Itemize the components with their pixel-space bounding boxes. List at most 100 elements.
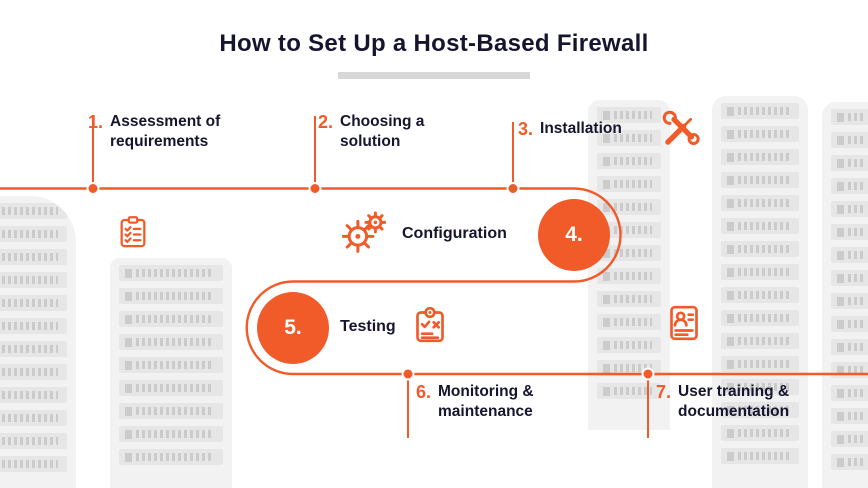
server-unit	[119, 380, 223, 396]
server-unit	[597, 291, 661, 307]
gears-icon	[342, 211, 386, 253]
step-1-dot	[86, 182, 100, 195]
server-unit	[597, 383, 661, 399]
resume-icon	[670, 305, 698, 341]
server-unit	[0, 341, 67, 357]
server-unit	[831, 339, 868, 355]
step-7-number: 7.	[656, 382, 672, 402]
server-unit	[0, 295, 67, 311]
step-6-label: Monitoring & maintenance	[438, 383, 534, 421]
server-unit	[597, 337, 661, 353]
step-5-label: Testing	[340, 318, 396, 335]
step-3: 3. Installation	[518, 119, 622, 140]
test-report-icon	[416, 306, 444, 343]
server-unit	[721, 218, 799, 234]
step-4-number: 4.	[565, 223, 583, 246]
server-unit	[721, 264, 799, 280]
server-unit	[0, 387, 67, 403]
server-unit	[119, 357, 223, 373]
server-rack-illustration	[712, 96, 808, 488]
server-rack-illustration	[588, 100, 670, 430]
server-unit	[119, 403, 223, 419]
server-unit	[721, 172, 799, 188]
server-unit	[831, 224, 868, 240]
server-unit	[721, 448, 799, 464]
server-unit	[721, 287, 799, 303]
step-6-dot	[401, 367, 415, 381]
server-unit	[119, 265, 223, 281]
server-unit	[831, 132, 868, 148]
checklist-icon	[120, 216, 146, 248]
server-unit	[831, 454, 868, 470]
step-2: 2. Choosing a solution	[318, 112, 450, 153]
server-unit	[831, 270, 868, 286]
server-unit	[831, 109, 868, 125]
server-unit	[721, 126, 799, 142]
step-4-label: Configuration	[402, 225, 507, 242]
server-unit	[831, 178, 868, 194]
server-rack-illustration	[0, 196, 76, 488]
server-unit	[831, 155, 868, 171]
step-6: 6. Monitoring & maintenance	[416, 382, 568, 423]
step-7: 7. User training & documentation	[656, 382, 833, 423]
server-unit	[831, 408, 868, 424]
server-unit	[0, 364, 67, 380]
server-unit	[831, 385, 868, 401]
server-unit	[721, 379, 799, 395]
server-unit	[0, 456, 67, 472]
server-unit	[597, 176, 661, 192]
server-unit	[831, 316, 868, 332]
step-1-label: Assessment of requirements	[110, 113, 221, 151]
server-unit	[721, 402, 799, 418]
server-unit	[119, 449, 223, 465]
server-unit	[831, 362, 868, 378]
step-3-label: Installation	[540, 120, 622, 137]
server-unit	[721, 195, 799, 211]
tools-icon	[662, 110, 700, 146]
server-unit	[597, 130, 661, 146]
step-3-number: 3.	[518, 119, 534, 139]
server-unit	[597, 153, 661, 169]
server-unit	[831, 431, 868, 447]
server-unit	[0, 433, 67, 449]
server-unit	[721, 103, 799, 119]
server-unit	[0, 249, 67, 265]
server-unit	[597, 268, 661, 284]
server-unit	[721, 241, 799, 257]
step-3-dot	[506, 182, 520, 195]
step-1-number: 1.	[88, 112, 104, 132]
server-unit	[721, 333, 799, 349]
server-unit	[721, 310, 799, 326]
server-unit	[0, 410, 67, 426]
title-underline	[338, 72, 530, 79]
server-unit	[597, 314, 661, 330]
server-unit	[721, 356, 799, 372]
server-unit	[831, 293, 868, 309]
server-unit	[597, 107, 661, 123]
step-5-circle: 5.	[257, 292, 329, 364]
server-unit	[597, 199, 661, 215]
server-unit	[831, 247, 868, 263]
server-unit	[119, 426, 223, 442]
server-unit	[831, 201, 868, 217]
step-2-label: Choosing a solution	[340, 113, 425, 151]
server-unit	[0, 318, 67, 334]
step-4-circle: 4.	[538, 199, 610, 271]
step-2-dot	[308, 182, 322, 195]
server-unit	[721, 425, 799, 441]
server-unit	[0, 272, 67, 288]
step-2-number: 2.	[318, 112, 334, 132]
server-rack-illustration	[822, 102, 868, 488]
server-unit	[0, 226, 67, 242]
step-5-number: 5.	[284, 316, 302, 339]
server-unit	[119, 288, 223, 304]
server-unit	[119, 334, 223, 350]
server-unit	[0, 203, 67, 219]
step-6-number: 6.	[416, 382, 432, 402]
step-7-label: User training & documentation	[678, 383, 790, 421]
server-unit	[597, 360, 661, 376]
step-1: 1. Assessment of requirements	[88, 112, 250, 153]
server-rack-illustration	[110, 258, 232, 488]
server-unit	[721, 149, 799, 165]
